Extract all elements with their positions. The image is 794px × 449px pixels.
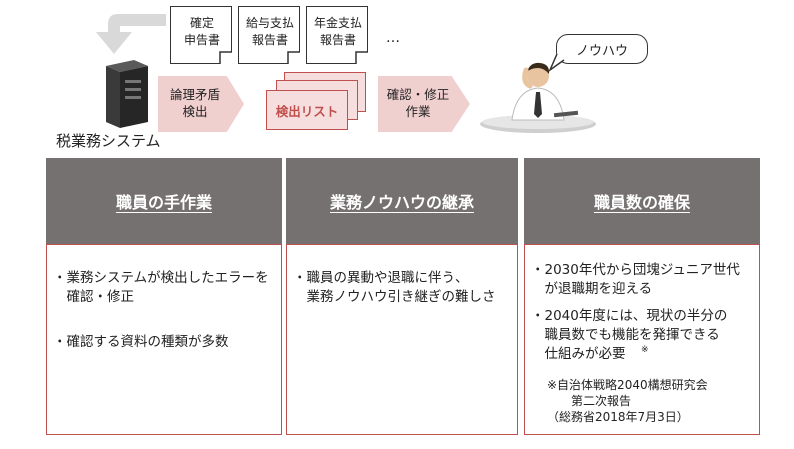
bullet-item: ・2030年代から団塊ジュニア世代 が退職期を迎える — [531, 262, 740, 297]
column-title: 業務ノウハウの継承 — [329, 193, 474, 212]
source-note: ※自治体戦略2040構想研究会 第二次報告 （総務省2018年7月3日） — [547, 378, 708, 424]
worried-worker-icon — [480, 62, 596, 133]
column-title: 職員の手作業 — [115, 193, 212, 212]
bullet-item: ・業務システムが検出したエラーを 確認・修正 — [53, 270, 269, 305]
bullet-item: ・職員の異動や退職に伴う、 業務ノウハウ引き継ぎの難しさ — [293, 270, 496, 305]
return-arrow — [96, 14, 166, 54]
column-body-knowhow-transfer: ・職員の異動や退職に伴う、 業務ノウハウ引き継ぎの難しさ — [286, 244, 518, 435]
documents-more: … — [386, 30, 400, 46]
document-nenkin-shiharai: 年金支払 報告書 — [306, 6, 368, 64]
column-body-manual-work: ・業務システムが検出したエラーを 確認・修正 ・確認する資料の種類が多数 — [46, 244, 282, 435]
list-sheet-front: 検出リスト — [266, 90, 348, 130]
bullet-item: ・2040年度には、現状の半分の 職員数でも機能を発揮できる 仕組みが必要 — [531, 308, 728, 362]
document-label: 年金支払 報告書 — [313, 16, 362, 47]
column-header-knowhow-transfer: 業務ノウハウの継承 — [286, 158, 518, 244]
confirm-arrow — [378, 76, 470, 132]
detect-arrow — [158, 76, 244, 132]
document-kyuyo-shiharai: 給与支払 報告書 — [238, 6, 300, 64]
document-corner-folds — [219, 51, 368, 64]
column-header-staffing: 職員数の確保 — [524, 158, 760, 244]
detect-label: 論理矛盾 検出 — [169, 87, 220, 119]
bubble-text: ノウハウ — [575, 43, 628, 59]
list-label: 検出リスト — [275, 103, 339, 119]
footnote-mark: ※ — [641, 345, 649, 355]
knowhow-bubble: ノウハウ — [556, 34, 648, 64]
system-label: 税業務システム — [56, 132, 161, 150]
column-body-staffing: ・2030年代から団塊ジュニア世代 が退職期を迎える ・2040年度には、現状の… — [524, 244, 760, 435]
confirm-label: 確認・修正 作業 — [386, 87, 450, 119]
bubble-tail — [548, 53, 565, 72]
column-title: 職員数の確保 — [593, 193, 690, 212]
column-header-manual-work: 職員の手作業 — [46, 158, 282, 244]
document-label: 給与支払 報告書 — [245, 16, 294, 47]
server-icon — [106, 60, 148, 128]
document-kakutei-shinkoku: 確定 申告書 — [170, 6, 232, 64]
document-label: 確定 申告書 — [183, 16, 220, 47]
bullet-item: ・確認する資料の種類が多数 — [53, 334, 229, 350]
